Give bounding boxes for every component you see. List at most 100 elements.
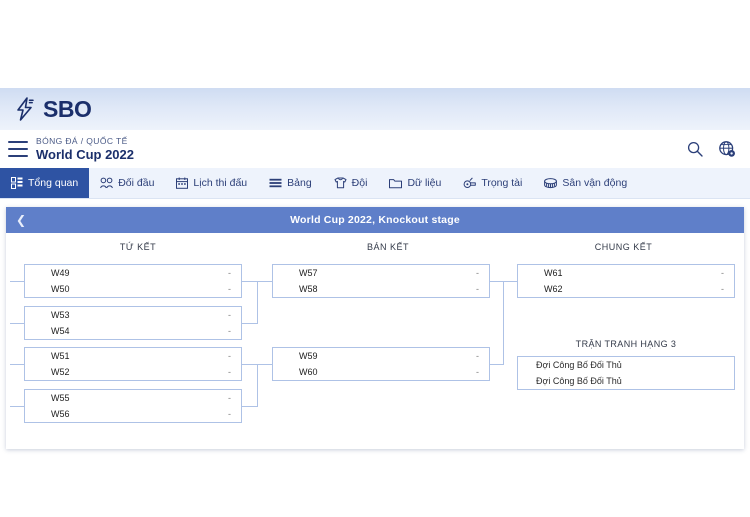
team-name: W58 <box>299 284 318 294</box>
column-header-third-place: TRẬN TRANH HẠNG 3 <box>575 339 677 349</box>
team-score: - <box>476 351 479 361</box>
tab-doi[interactable]: Đội <box>323 168 379 198</box>
match-row[interactable]: W53 - W54 - <box>24 306 242 340</box>
tab-san-van-dong[interactable]: Sân vận động <box>533 168 638 198</box>
header-actions <box>686 140 736 158</box>
stage-header: ❮ World Cup 2022, Knockout stage <box>6 207 744 233</box>
team-name: Đợi Công Bố Đối Thủ <box>536 376 622 386</box>
knockout-bracket: TỨ KẾT BÁN KẾT CHUNG KẾT W49 - W50 - W53… <box>6 233 744 449</box>
tab-label: Trọng tài <box>481 177 523 189</box>
match-row-third-place[interactable]: Đợi Công Bố Đối Thủ Đợi Công Bố Đối Thủ <box>517 356 735 390</box>
bracket-connector <box>490 281 503 282</box>
team-row: W51 - <box>25 348 241 364</box>
tab-lich-thi-dau[interactable]: Lịch thi đấu <box>165 168 258 198</box>
team-row: W55 - <box>25 390 241 406</box>
match-row[interactable]: W59 - W60 - <box>272 347 490 381</box>
bracket-connector <box>10 323 24 324</box>
hamburger-menu-icon[interactable] <box>8 141 28 157</box>
bracket-connector <box>503 281 504 365</box>
team-row: W62 - <box>518 281 734 297</box>
team-name: W50 <box>51 284 70 294</box>
sbo-lightning-icon <box>14 97 38 121</box>
search-icon[interactable] <box>686 140 704 158</box>
tab-bang[interactable]: Bảng <box>258 168 323 198</box>
team-name: W51 <box>51 351 70 361</box>
match-row[interactable]: W49 - W50 - <box>24 264 242 298</box>
team-score: - <box>721 268 724 278</box>
team-row: W57 - <box>273 265 489 281</box>
tab-du-lieu[interactable]: Dữ liệu <box>378 168 452 198</box>
team-row: W60 - <box>273 364 489 380</box>
tab-label: Lịch thi đấu <box>193 177 248 189</box>
whistle-icon <box>463 177 477 189</box>
bracket-connector <box>257 364 272 365</box>
team-row: W61 - <box>518 265 734 281</box>
tab-label: Đội <box>351 177 368 189</box>
team-score: - <box>228 284 231 294</box>
breadcrumb: BÓNG ĐÁ / QUỐC TẾ World Cup 2022 <box>36 136 134 162</box>
brand-name: SBO <box>43 95 92 122</box>
team-row: W49 - <box>25 265 241 281</box>
tab-label: Đối đầu <box>118 177 155 189</box>
brand-logo[interactable]: SBO <box>14 95 92 122</box>
calendar-icon <box>176 177 189 189</box>
team-name: W62 <box>544 284 563 294</box>
team-name: W60 <box>299 367 318 377</box>
bracket-connector <box>242 281 257 282</box>
bracket-connector <box>10 406 24 407</box>
page-title: World Cup 2022 <box>36 147 135 162</box>
bracket-connector <box>242 364 257 365</box>
top-white-gap <box>0 0 750 88</box>
table-rows-icon <box>269 178 282 189</box>
match-row[interactable]: W55 - W56 - <box>24 389 242 423</box>
team-name: W57 <box>299 268 318 278</box>
team-row: Đợi Công Bố Đối Thủ <box>518 373 734 389</box>
jersey-shirt-icon <box>334 177 347 189</box>
team-name: W56 <box>51 409 70 419</box>
team-row: W54 - <box>25 323 241 339</box>
team-score: - <box>228 409 231 419</box>
bracket-connector <box>503 281 517 282</box>
stadium-icon <box>544 177 558 189</box>
team-row: W52 - <box>25 364 241 380</box>
bracket-connector <box>10 364 24 365</box>
team-score: - <box>228 310 231 320</box>
team-score: - <box>228 393 231 403</box>
match-row[interactable]: W51 - W52 - <box>24 347 242 381</box>
team-row: Đợi Công Bố Đối Thủ <box>518 357 734 373</box>
team-row: W53 - <box>25 307 241 323</box>
breadcrumb-path: BÓNG ĐÁ / QUỐC TẾ <box>36 136 128 146</box>
column-header-final: CHUNG KẾT <box>594 242 653 252</box>
team-row: W58 - <box>273 281 489 297</box>
match-row[interactable]: W61 - W62 - <box>517 264 735 298</box>
team-name: W55 <box>51 393 70 403</box>
tab-trong-tai[interactable]: Trọng tài <box>452 168 533 198</box>
bracket-connector <box>257 364 258 407</box>
column-header-semifinal: BÁN KẾT <box>366 242 409 252</box>
tab-doi-dau[interactable]: Đối đầu <box>89 168 165 198</box>
team-score: - <box>476 284 479 294</box>
bracket-connector <box>10 281 24 282</box>
brand-bar: SBO <box>0 88 750 130</box>
team-score: - <box>228 351 231 361</box>
team-name: W53 <box>51 310 70 320</box>
stage-title: World Cup 2022, Knockout stage <box>290 214 460 226</box>
match-row[interactable]: W57 - W58 - <box>272 264 490 298</box>
chevron-left-icon[interactable]: ❮ <box>16 213 27 227</box>
team-name: Đợi Công Bố Đối Thủ <box>536 360 622 370</box>
tab-label: Dữ liệu <box>407 177 442 189</box>
main-tabs: Tổng quan Đối đầu <box>0 168 750 199</box>
breadcrumb-bar: BÓNG ĐÁ / QUỐC TẾ World Cup 2022 <box>0 130 750 168</box>
team-score: - <box>228 326 231 336</box>
tab-tong-quan[interactable]: Tổng quan <box>0 168 90 198</box>
globe-settings-icon[interactable] <box>718 140 736 158</box>
team-row: W56 - <box>25 406 241 422</box>
column-header-quarterfinal: TỨ KẾT <box>119 242 157 252</box>
bracket-connector <box>490 364 503 365</box>
tab-label: Tổng quan <box>28 177 79 189</box>
tab-label: Sân vận động <box>562 177 628 189</box>
team-score: - <box>721 284 724 294</box>
bracket-connector <box>257 281 272 282</box>
tab-label: Bảng <box>287 177 312 189</box>
